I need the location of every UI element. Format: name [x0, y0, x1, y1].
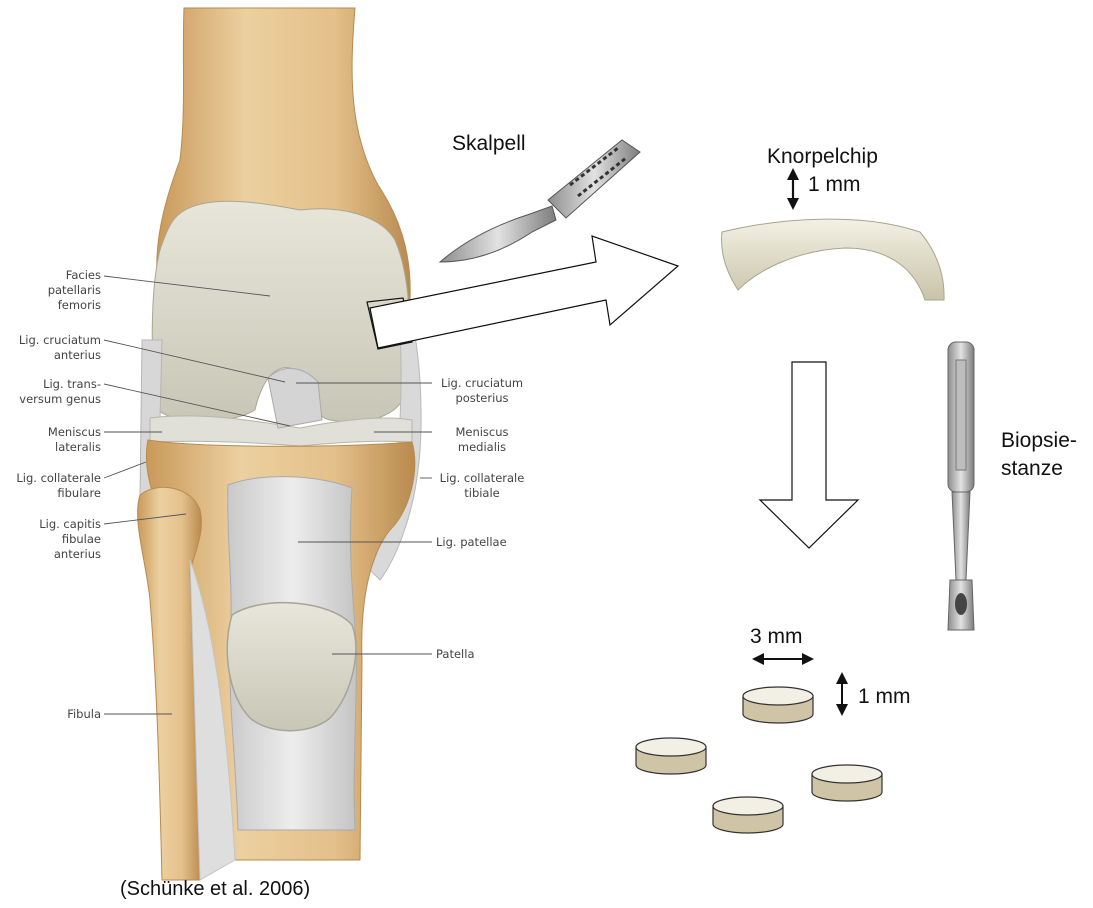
label-lig-capitis-fibulae: Lig. capitis fibulae anterius	[4, 517, 101, 562]
label-lig-transversum-genus: Lig. trans- versum genus	[4, 377, 101, 407]
label-line: fibulae	[4, 532, 101, 547]
label-disc-diameter: 3 mm	[750, 624, 803, 650]
label-meniscus-medialis: Meniscus medialis	[428, 425, 536, 455]
disc-thickness-arrow	[836, 672, 848, 716]
label-line: Lig. cruciatum	[428, 376, 536, 391]
knee-anatomy-illustration	[138, 8, 422, 880]
label-meniscus-lateralis: Meniscus lateralis	[4, 425, 101, 455]
label-line: Lig. cruciatum	[4, 333, 101, 348]
punch-arrow	[760, 362, 858, 548]
label-line: Lig. collaterale	[4, 471, 101, 486]
label-lig-collaterale-fibulare: Lig. collaterale fibulare	[4, 471, 101, 501]
label-patella: Patella	[436, 647, 475, 662]
label-line: Meniscus	[428, 425, 536, 440]
cartilage-disc	[713, 797, 783, 833]
disc-diameter-arrow	[752, 653, 814, 665]
cartilage-disc	[743, 687, 813, 723]
label-lig-cruciatum-posterius: Lig. cruciatum posterius	[428, 376, 536, 406]
label-lig-patellae: Lig. patellae	[436, 535, 507, 550]
cruciate-ligaments	[268, 368, 322, 428]
cartilage-chip	[722, 219, 944, 300]
label-line: tibiale	[428, 486, 536, 501]
cartilage-disc	[812, 765, 882, 801]
label-line: versum genus	[4, 392, 101, 407]
label-lig-cruciatum-anterius: Lig. cruciatum anterius	[4, 333, 101, 363]
label-line: Meniscus	[4, 425, 101, 440]
label-line: Lig. capitis	[4, 517, 101, 532]
fibula	[138, 487, 202, 880]
label-line: Lig. trans-	[4, 377, 101, 392]
label-line: Biopsie-	[1001, 427, 1077, 455]
label-line: anterius	[4, 547, 101, 562]
label-fibula: Fibula	[4, 707, 101, 722]
label-line: medialis	[428, 440, 536, 455]
label-facies-patellaris: Facies patellaris femoris	[4, 268, 101, 313]
label-knorpelchip: Knorpelchip	[767, 144, 878, 170]
label-line: femoris	[4, 298, 101, 313]
label-line: lateralis	[4, 440, 101, 455]
label-line: fibulare	[4, 486, 101, 501]
biopsy-punch-icon	[948, 342, 974, 630]
label-line: Lig. collaterale	[428, 471, 536, 486]
label-lig-collaterale-tibiale: Lig. collaterale tibiale	[428, 471, 536, 501]
label-skalpell: Skalpell	[452, 131, 526, 157]
cartilage-disc	[636, 738, 706, 774]
harvest-arrow	[370, 236, 678, 348]
label-line: patellaris	[4, 283, 101, 298]
chip-thickness-arrow	[787, 168, 799, 210]
label-line: stanze	[1001, 455, 1077, 483]
label-biopsiestanze: Biopsie- stanze	[1001, 427, 1077, 483]
label-line: posterius	[428, 391, 536, 406]
label-line: anterius	[4, 348, 101, 363]
label-disc-thickness: 1 mm	[858, 684, 911, 710]
label-line: Facies	[4, 268, 101, 283]
citation: (Schünke et al. 2006)	[120, 878, 310, 901]
label-chip-thickness: 1 mm	[808, 172, 861, 198]
